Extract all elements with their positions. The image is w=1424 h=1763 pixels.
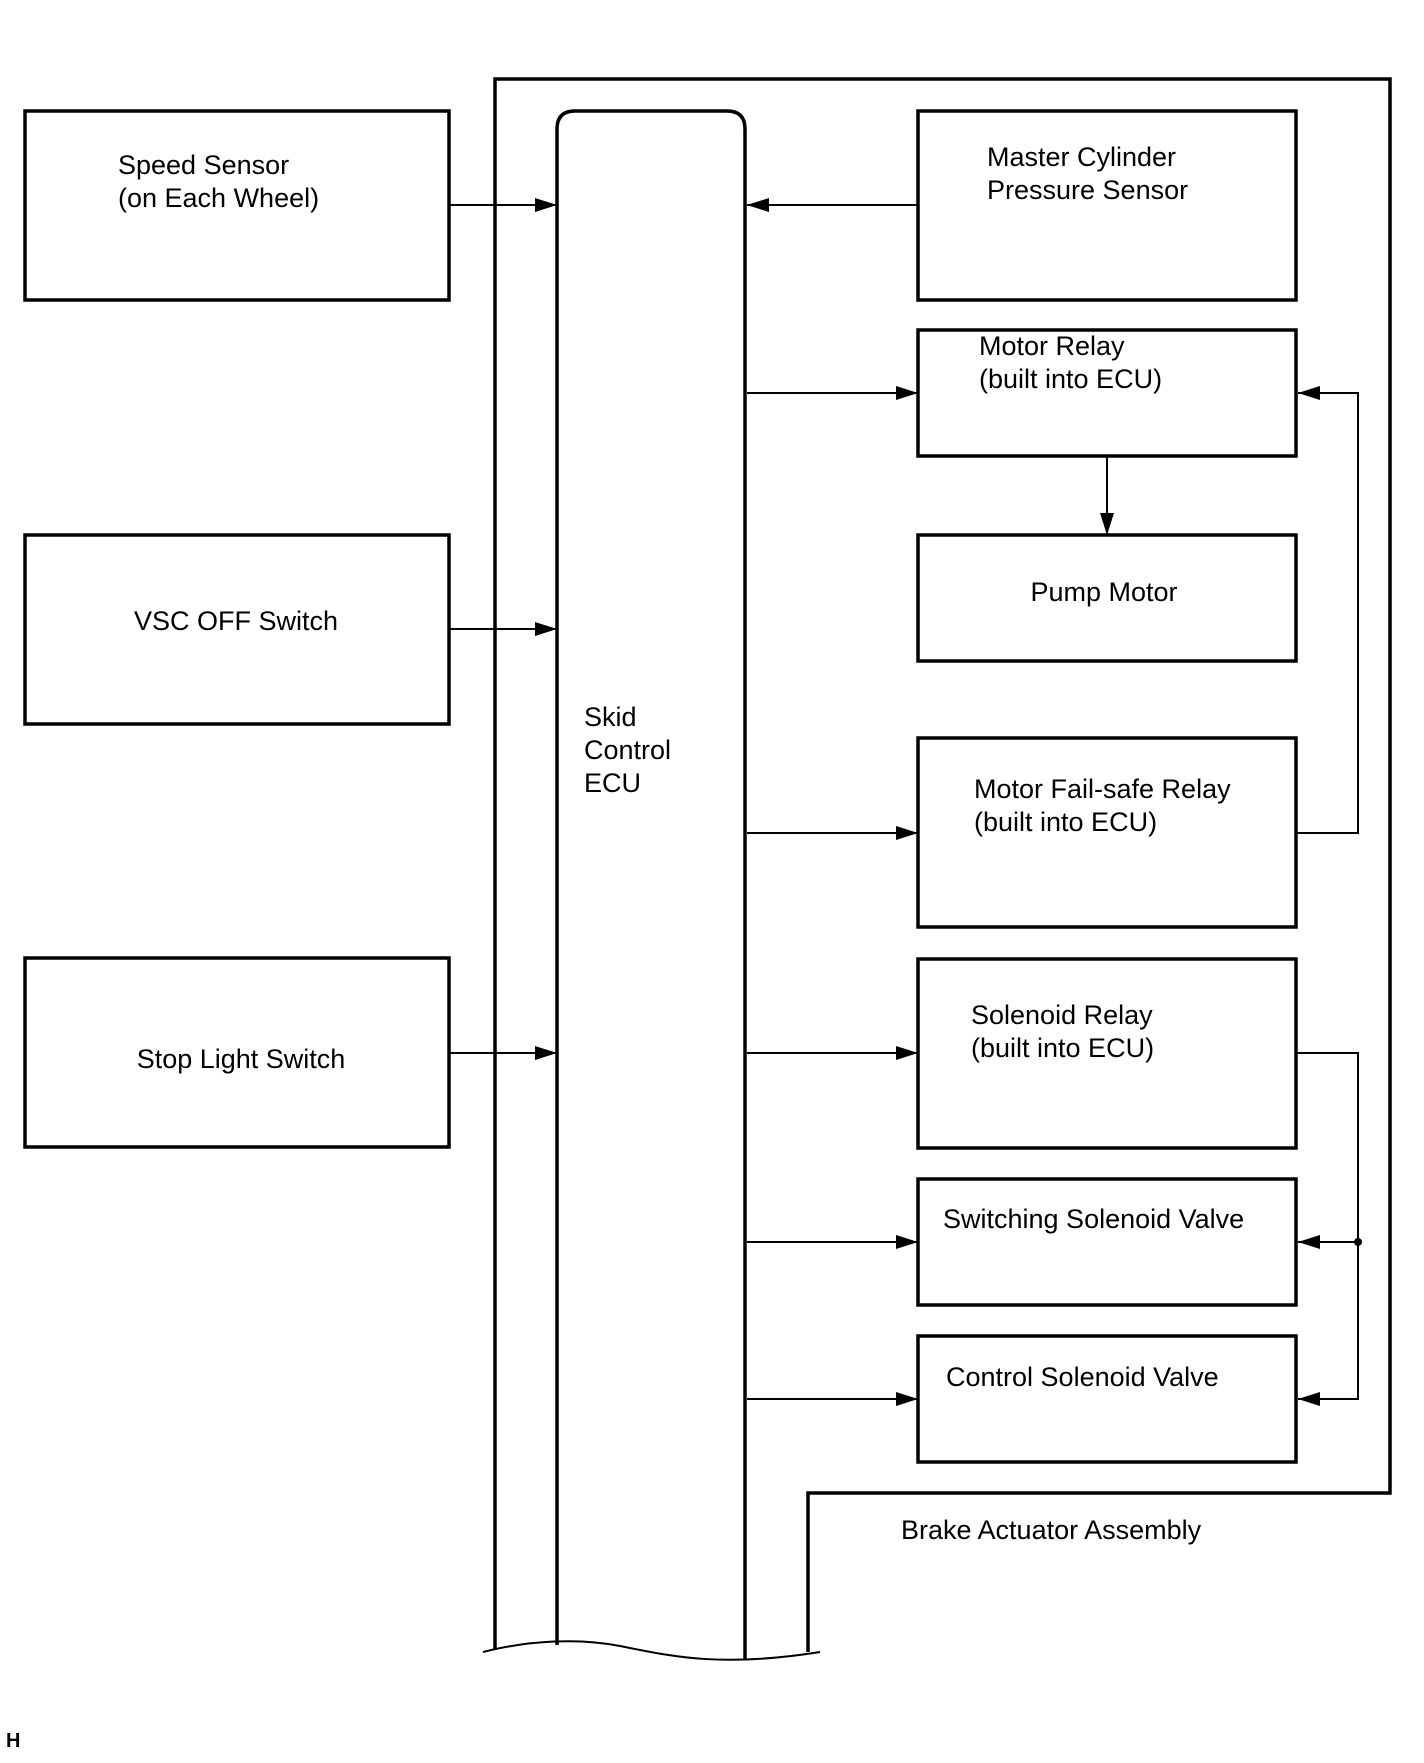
speed-sensor-label-1: Speed Sensor — [118, 150, 289, 180]
break-line — [482, 1640, 821, 1661]
ecu-label-1: Skid — [584, 702, 637, 732]
motor-relay-box — [916, 328, 1298, 458]
stop-light-switch-label: Stop Light Switch — [137, 1044, 346, 1074]
brake-actuator-assembly-outline — [493, 77, 1392, 1652]
solenoid-relay-label-1: Solenoid Relay — [971, 1000, 1153, 1030]
motor-relay-label-2: (built into ECU) — [979, 364, 1162, 394]
vsc-off-switch-label: VSC OFF Switch — [134, 606, 338, 636]
ecu-label-3: ECU — [584, 768, 641, 798]
switching-solenoid-valve-label: Switching Solenoid Valve — [943, 1204, 1244, 1234]
control-solenoid-valve-label: Control Solenoid Valve — [946, 1362, 1219, 1392]
master-cylinder-label-2: Pressure Sensor — [987, 175, 1188, 205]
motor-fail-safe-relay-label-1: Motor Fail-safe Relay — [974, 774, 1231, 804]
vsc-off-switch-box — [23, 533, 451, 726]
speed-sensor-label-2: (on Each Wheel) — [118, 183, 319, 213]
motor-fail-safe-relay-box — [916, 736, 1298, 929]
solenoid-relay-to-control-valve-line — [1298, 1242, 1359, 1406]
solenoid-relay-to-switching-valve-line — [1296, 1052, 1359, 1249]
skid-control-ecu-block — [555, 109, 747, 1660]
pump-motor-label: Pump Motor — [1030, 577, 1177, 607]
motor-fail-safe-relay-label-2: (built into ECU) — [974, 807, 1157, 837]
junction-dot — [1354, 1238, 1362, 1246]
ecu-label-2: Control — [584, 735, 671, 765]
master-cylinder-label-1: Master Cylinder — [987, 142, 1176, 172]
brake-actuator-assembly-label: Brake Actuator Assembly — [901, 1515, 1202, 1545]
solenoid-relay-label-2: (built into ECU) — [971, 1033, 1154, 1063]
fail-safe-to-motor-relay-line — [1296, 386, 1359, 834]
pump-motor-box — [916, 533, 1298, 663]
master-cylinder-pressure-sensor-box — [916, 109, 1298, 302]
motor-relay-label-1: Motor Relay — [979, 331, 1125, 361]
corner-mark: H — [6, 1730, 20, 1752]
switching-solenoid-valve-box — [916, 1177, 1298, 1307]
control-solenoid-valve-box — [916, 1334, 1298, 1464]
stop-light-switch-box — [23, 956, 451, 1149]
